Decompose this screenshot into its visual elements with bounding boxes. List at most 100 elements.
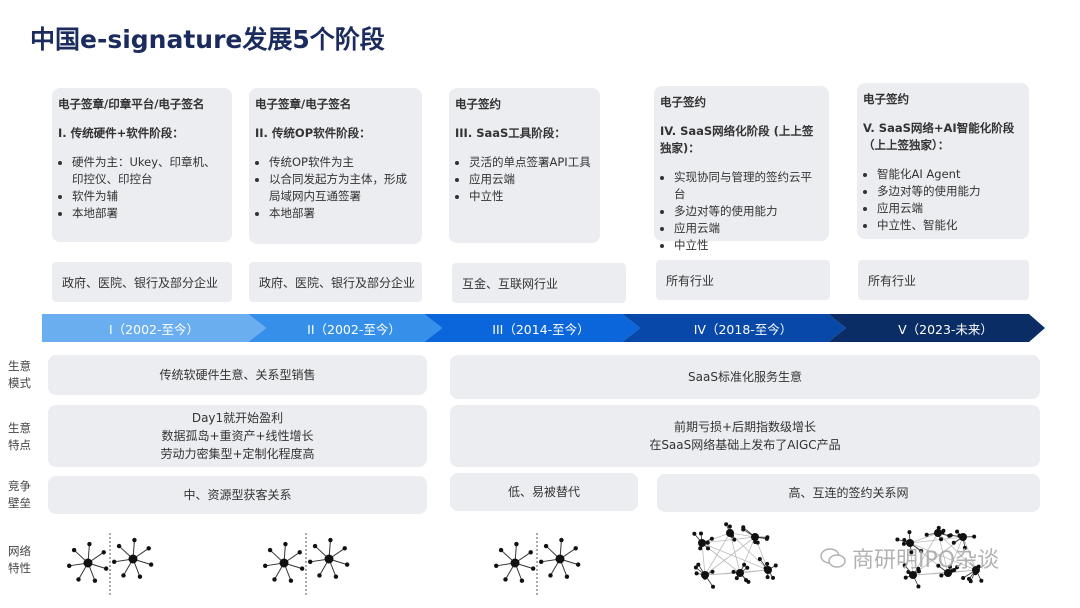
wechat-icon [820, 548, 846, 568]
network-hub [726, 529, 734, 537]
network-node [543, 543, 549, 549]
network-diagrams [67, 522, 984, 595]
network-hub [751, 533, 759, 541]
network-node [732, 537, 737, 542]
network-hub [909, 571, 917, 579]
stage-bullet: 多边对等的使用能力 [877, 183, 1023, 200]
network-node [528, 550, 533, 555]
timeline-label: I（2002-至今） [108, 321, 199, 337]
network-node [530, 566, 536, 571]
model-right-text: SaaS标准化服务生意 [688, 370, 802, 384]
network-node [916, 566, 921, 571]
network-node [263, 563, 268, 569]
model-left-text: 传统软硬件生意、关系型销售 [159, 368, 316, 382]
moat-left-box: 中、资源型获客关系 [48, 476, 427, 514]
network-hub [944, 569, 952, 577]
stage-category: 电子签约 [660, 95, 706, 109]
network-node [955, 565, 960, 570]
network-node [706, 546, 711, 551]
stage-title: I. 传统硬件+软件阶段： [58, 126, 184, 140]
timeline-label: III（2014-至今） [492, 321, 590, 337]
network-node [342, 546, 347, 551]
industry-text: 所有行业 [868, 273, 917, 288]
network-node [573, 546, 578, 551]
network-node [916, 584, 921, 589]
network-node [947, 564, 952, 569]
network-node [936, 563, 941, 568]
network-hub [128, 554, 138, 564]
network-node [744, 578, 749, 583]
stage-category: 电子签约 [863, 92, 909, 106]
network-node [734, 576, 739, 581]
network-node [757, 557, 762, 562]
network-node [559, 537, 564, 543]
row-label-moat: 竞争壁垒 [8, 479, 31, 510]
network-node [539, 559, 544, 565]
timeline-label: IV（2018-至今） [693, 321, 793, 337]
network-edge [729, 532, 756, 538]
industry-text: 政府、医院、银行及部分企业 [62, 275, 219, 290]
row-label-model: 生意模式 [8, 359, 31, 390]
network-node [765, 535, 770, 540]
model-left-box: 传统软硬件生意、关系型销售 [48, 355, 427, 395]
network-node [121, 573, 126, 578]
network-node [344, 562, 350, 567]
network-node [92, 578, 98, 583]
network-node [909, 550, 914, 555]
network-node [901, 541, 906, 546]
stage-bullets: 实现协同与管理的签约云平台多边对等的使用能力应用云端中立性 [660, 169, 823, 254]
network-edge [701, 542, 706, 576]
stage-category: 电子签章/印章平台/电子签名 [58, 97, 205, 111]
industry-box: 所有行业 [858, 260, 1029, 300]
network-node [312, 543, 318, 549]
row-label-network: 网络特性 [8, 544, 31, 575]
stage-bullet: 多边对等的使用能力 [674, 203, 823, 220]
network-node [698, 546, 703, 551]
network-hub [83, 558, 93, 568]
network-node [705, 540, 710, 545]
traits-right-line: 前期亏损+后期指数级增长 [673, 420, 817, 434]
network-node [710, 569, 715, 574]
network-hub [701, 571, 709, 579]
stage-bullets: 硬件为主：Ukey、印章机、印控仪、印控台软件为辅本地部署 [58, 154, 226, 222]
network-node [299, 566, 305, 571]
stage-bullet: 本地部署 [72, 205, 226, 222]
network-node [148, 562, 154, 567]
network-edge [739, 569, 769, 574]
stage-title: II. 传统OP软件阶段： [255, 126, 371, 140]
timeline-segment: IV（2018-至今） [622, 314, 846, 342]
network-edge [909, 532, 939, 544]
timeline-segment: V（2023-未来） [828, 314, 1045, 342]
network-node [693, 565, 698, 570]
network-node [514, 541, 519, 547]
watermark: 商研明IPO杂谈 [820, 542, 999, 574]
network-hub [736, 569, 744, 577]
network-edge [739, 536, 756, 574]
network-node [297, 550, 302, 555]
stage-bullet: 传统OP软件为主 [269, 154, 416, 171]
network-node [101, 550, 106, 555]
stage-bullet: 软件为辅 [72, 188, 226, 205]
network-hub [279, 558, 289, 568]
stage-title: III. SaaS工具阶段： [455, 126, 566, 140]
network-node [112, 559, 117, 565]
network-node [699, 531, 704, 536]
network-edge [729, 532, 741, 574]
network-node [137, 574, 143, 579]
stage-bullets: 传统OP软件为主以合同发起方为主体，形成局域网内互通签署本地部署 [255, 154, 416, 222]
network-edge [962, 536, 977, 571]
network-node [498, 547, 504, 553]
network-edge [704, 532, 731, 576]
network-node [773, 563, 778, 568]
network-node [272, 577, 277, 582]
industry-text: 所有行业 [666, 273, 715, 288]
stage-card: 电子签章/印章平台/电子签名 I. 传统硬件+软件阶段： 硬件为主：Ukey、印章机… [52, 88, 232, 242]
industry-box: 互金、互联网行业 [452, 263, 626, 303]
industry-box: 所有行业 [656, 260, 830, 300]
row-label-traits: 生意特点 [8, 421, 31, 452]
network-node [694, 571, 699, 576]
network-node [742, 562, 747, 567]
stage-bullets: 智能化AI Agent多边对等的使用能力应用云端中立性、智能化 [863, 166, 1023, 234]
